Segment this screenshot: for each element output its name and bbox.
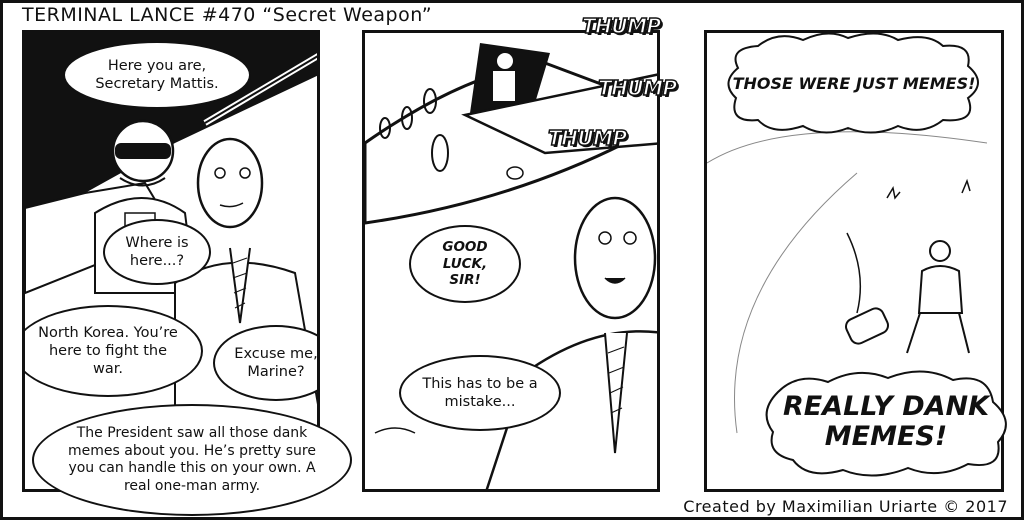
dialogue-text: This has to be a mistake... <box>422 375 538 410</box>
dialogue-text: The President saw all those dank memes a… <box>68 425 316 494</box>
speech-bubble: The President saw all those dank memes a… <box>32 404 352 516</box>
shout-bubble: THOSE WERE JUST MEMES! <box>718 28 990 138</box>
speech-bubble: GOOD LUCK, SIR! <box>409 225 521 303</box>
speech-bubble: Excuse me, Marine? <box>213 325 318 401</box>
dialogue-text: THOSE WERE JUST MEMES! <box>732 73 976 93</box>
dialogue-text: Excuse me, Marine? <box>234 345 318 380</box>
speech-bubble: Here you are, Secretary Mattis. <box>63 41 251 109</box>
dialogue-text: GOOD LUCK, SIR! <box>442 238 488 289</box>
panel-2: GOOD LUCK, SIR! This has to be a mistake… <box>362 30 660 492</box>
panel-3-art <box>707 131 988 434</box>
speech-bubble: North Korea. You’re here to fight the wa… <box>25 305 203 397</box>
dialogue-text: REALLY DANK MEMES! <box>782 391 990 452</box>
dialogue-text: North Korea. You’re here to fight the wa… <box>38 324 178 378</box>
speech-bubble: Where is here...? <box>103 219 211 285</box>
shout-bubble: REALLY DANK MEMES! <box>758 362 1014 482</box>
sound-effect: THUMP <box>597 75 678 101</box>
comic-title: TERMINAL LANCE #470 “Secret Weapon” <box>22 4 433 26</box>
dialogue-text: Here you are, Secretary Mattis. <box>95 57 219 92</box>
panel-2-art <box>365 43 657 489</box>
speech-bubble: This has to be a mistake... <box>399 355 561 431</box>
sound-effect: THUMP <box>581 13 662 39</box>
sound-effect: THUMP <box>547 125 628 151</box>
dialogue-text: Where is here...? <box>125 234 189 269</box>
jagged-bubble-shape <box>727 32 979 134</box>
jagged-bubble-shape <box>765 370 1007 477</box>
comic-credit: Created by Maximilian Uriarte © 2017 <box>683 497 1008 516</box>
